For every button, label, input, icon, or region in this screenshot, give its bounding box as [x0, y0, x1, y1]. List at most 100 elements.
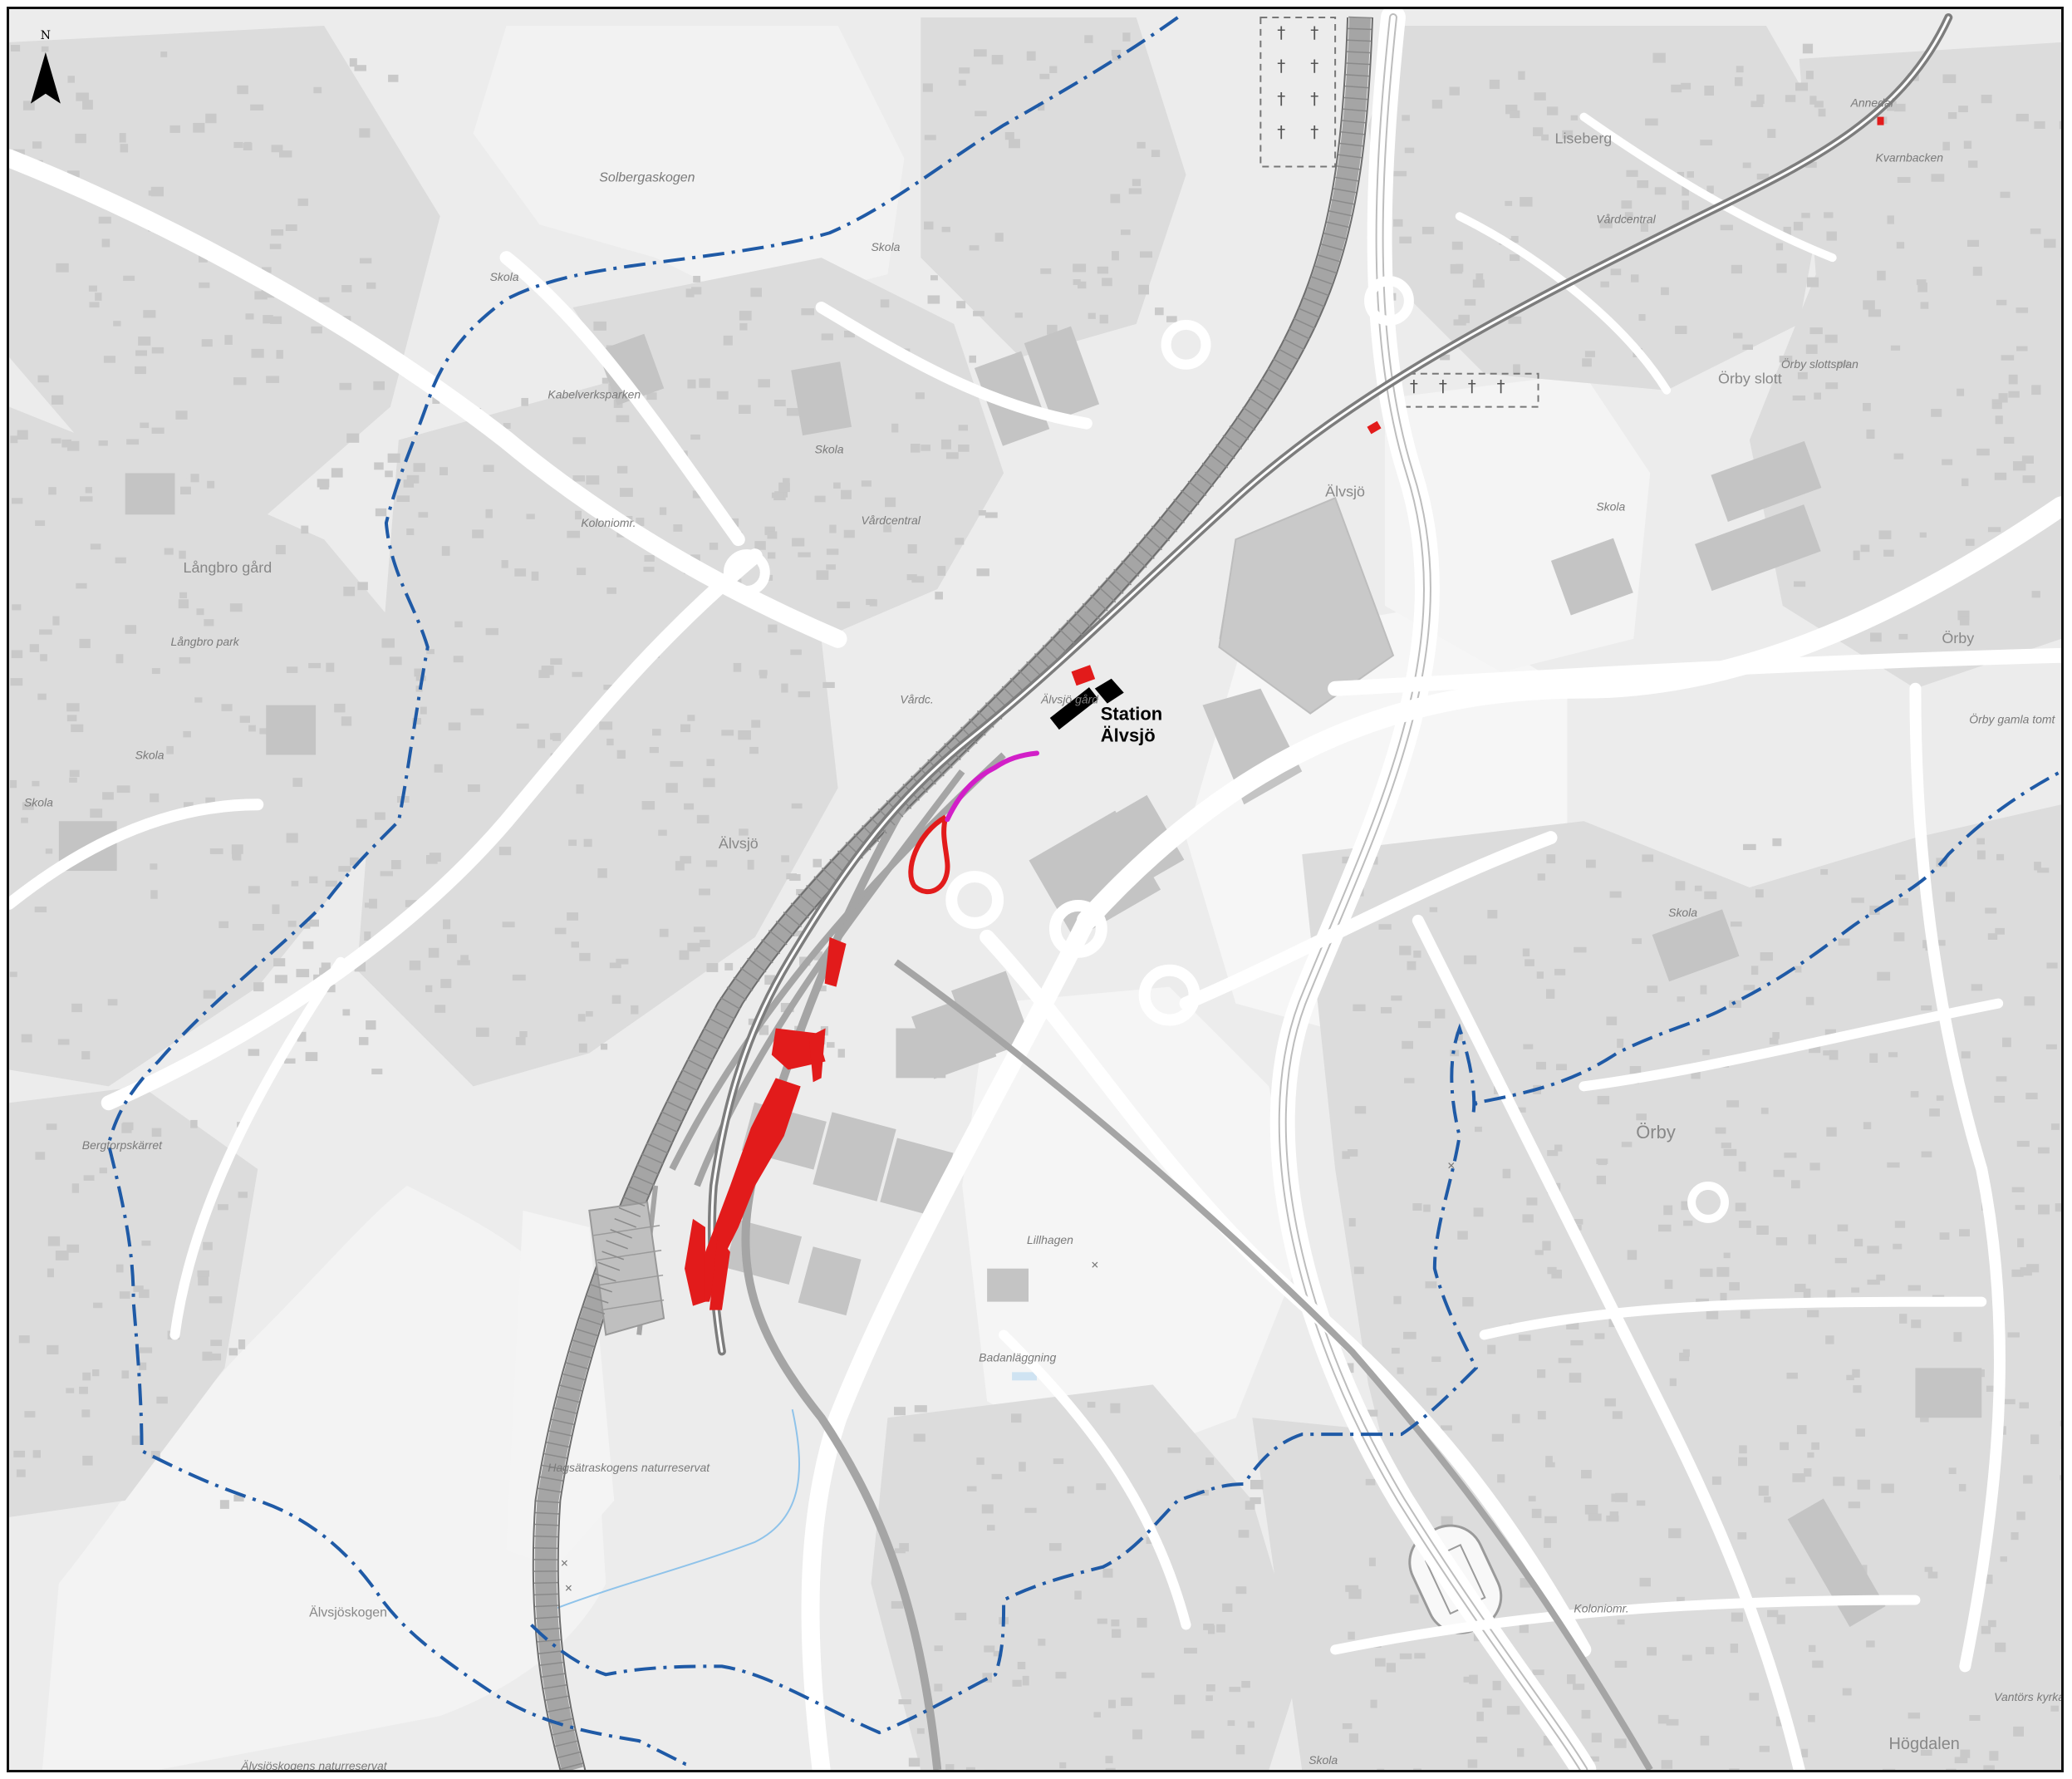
house [1704, 891, 1717, 900]
house [1700, 985, 1707, 995]
house [921, 445, 931, 451]
house [758, 379, 770, 388]
house [1084, 35, 1093, 43]
house [2016, 307, 2029, 313]
house [1947, 112, 1957, 120]
house [837, 602, 851, 609]
rail-tick [1348, 27, 1372, 31]
rail-tick [1278, 348, 1299, 361]
house [99, 1167, 107, 1174]
house [1866, 429, 1875, 440]
house [1668, 1528, 1682, 1539]
house [359, 258, 372, 264]
house [239, 715, 250, 723]
house [115, 557, 126, 564]
house [747, 859, 754, 870]
svg-text:✕: ✕ [560, 1558, 568, 1570]
house [1805, 996, 1814, 1005]
house [178, 599, 189, 609]
house [432, 396, 440, 404]
rail-tick [1042, 644, 1060, 662]
house [1910, 1091, 1919, 1098]
rail-yard-lines [593, 1225, 665, 1311]
house [198, 1275, 209, 1286]
house [526, 514, 535, 519]
rail-tick [676, 1079, 698, 1092]
house [1749, 1693, 1760, 1701]
house [413, 463, 425, 472]
house [1132, 179, 1142, 186]
house [1399, 236, 1412, 243]
house [1449, 86, 1460, 96]
house [1151, 150, 1161, 157]
rail-tick [703, 1028, 724, 1040]
house [930, 275, 938, 281]
label-vardc: Vårdc. [900, 693, 933, 706]
station-label-line2: Älvsjö [1101, 725, 1156, 746]
house [218, 921, 229, 928]
house [349, 58, 357, 67]
house [572, 475, 586, 482]
rail-tick [537, 1639, 561, 1643]
label-skola: Skola [1309, 1753, 1338, 1767]
house [120, 144, 129, 153]
house [1820, 869, 1829, 875]
house [586, 475, 600, 485]
house [1505, 104, 1518, 115]
house [690, 554, 700, 563]
house [906, 574, 917, 581]
house [1554, 968, 1566, 976]
house [880, 299, 890, 308]
house [609, 962, 621, 969]
house [1556, 1064, 1567, 1070]
house [1834, 1257, 1847, 1264]
house [1924, 1566, 1933, 1572]
house [371, 1069, 383, 1074]
house [1155, 307, 1164, 316]
house [986, 1525, 995, 1531]
house [1863, 300, 1875, 310]
house [1677, 996, 1685, 1002]
house [317, 479, 330, 488]
house [197, 1270, 209, 1277]
house [1772, 838, 1782, 847]
house [1994, 472, 2007, 480]
work-loop [908, 814, 950, 895]
rail-tick [719, 996, 741, 1010]
house [696, 814, 709, 823]
house [1397, 1367, 1404, 1374]
rail-tick [1066, 619, 1084, 637]
house [1890, 345, 1901, 351]
house [693, 275, 701, 283]
house [2002, 1037, 2011, 1048]
house [1942, 459, 1953, 465]
house [554, 927, 567, 935]
house [88, 285, 97, 292]
house [1093, 1712, 1101, 1718]
house [237, 85, 248, 95]
house [229, 603, 243, 612]
house [2030, 228, 2041, 234]
rail-tick [1344, 85, 1368, 89]
house [199, 282, 210, 288]
map-canvas[interactable]: †† †† †† †† †††† [9, 9, 2061, 1770]
house [276, 350, 283, 359]
house [209, 1296, 223, 1304]
house [658, 829, 667, 836]
house [1921, 1151, 1932, 1157]
house [375, 508, 387, 517]
house [1661, 287, 1669, 296]
house [98, 440, 108, 446]
rail-tick [1058, 628, 1077, 646]
rail-tick [1090, 594, 1108, 612]
house [790, 649, 802, 656]
rail-tick [1143, 533, 1163, 551]
house [1851, 897, 1864, 903]
rail-tick [754, 948, 773, 964]
house [1877, 270, 1886, 281]
house [1227, 1720, 1235, 1727]
rail-tick [1333, 188, 1357, 194]
house [1105, 1756, 1113, 1764]
house [1541, 134, 1549, 141]
house [1585, 859, 1596, 868]
